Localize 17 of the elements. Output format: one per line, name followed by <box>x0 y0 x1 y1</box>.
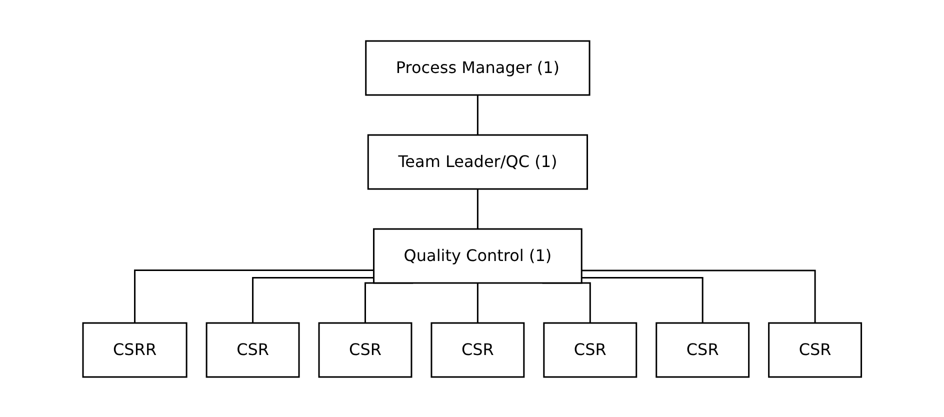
node-box: Process Manager (1) <box>364 40 590 96</box>
connector <box>581 276 704 322</box>
node-box: CSR <box>543 322 637 378</box>
node-box: CSR <box>206 322 300 378</box>
connector <box>476 188 478 228</box>
connector <box>476 94 478 134</box>
connector <box>134 269 374 322</box>
connector <box>581 269 816 322</box>
node-box: Team Leader/QC (1) <box>367 134 588 190</box>
node-box: CSRR <box>82 322 188 378</box>
node-box: CSR <box>430 322 525 378</box>
connector <box>476 282 478 322</box>
connector <box>252 276 374 322</box>
node-box: CSR <box>318 322 412 378</box>
node-box: Quality Control (1) <box>372 228 582 284</box>
node-box: CSR <box>655 322 750 378</box>
node-box: CSR <box>768 322 862 378</box>
